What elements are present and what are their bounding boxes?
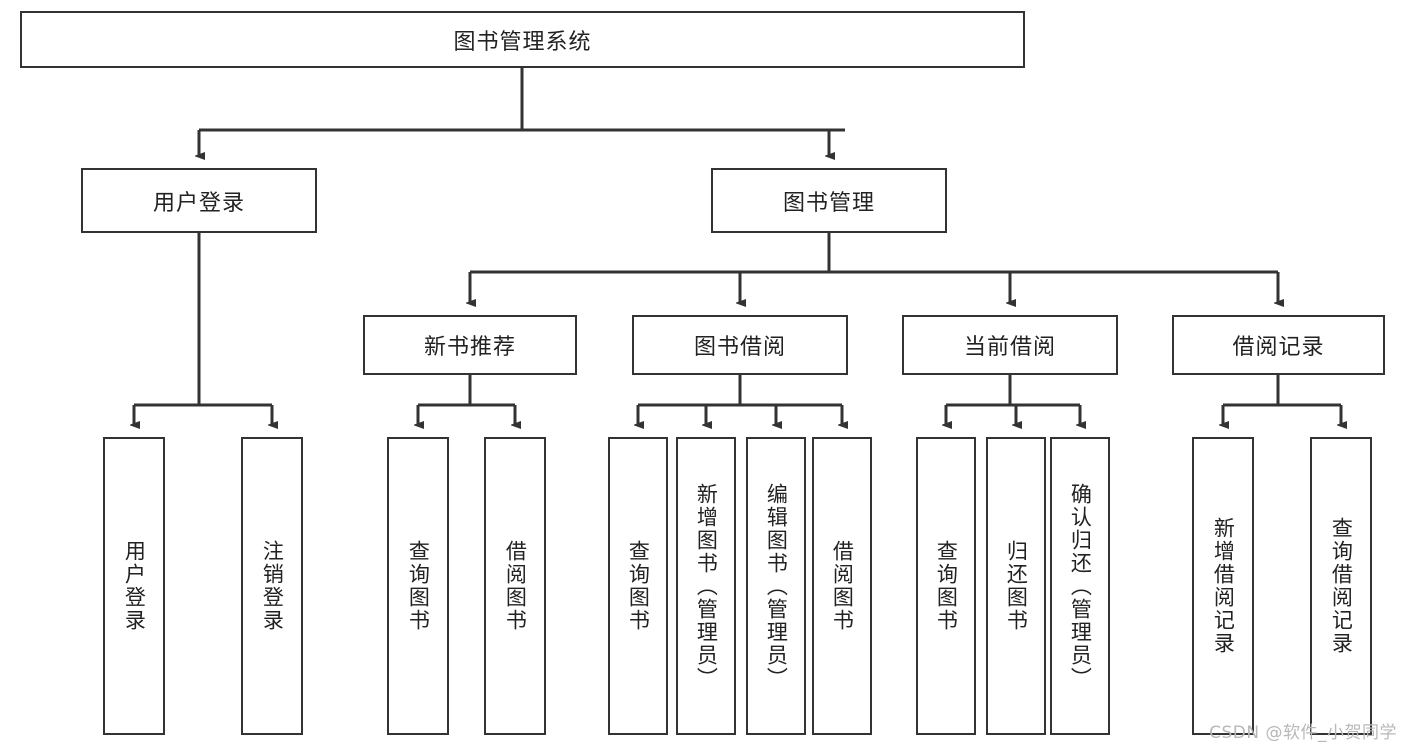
node-user-login[interactable]: 用户登录	[81, 168, 317, 233]
node-leaf-user-login[interactable]: 用户登录	[103, 437, 165, 735]
node-leaf-label: 用户登录	[122, 540, 147, 632]
node-leaf-label: 查询图书	[406, 540, 431, 632]
node-leaf-query-books-current[interactable]: 查询图书	[916, 437, 976, 735]
node-current-borrow[interactable]: 当前借阅	[902, 315, 1118, 375]
node-leaf-add-borrow-record[interactable]: 新增借阅记录	[1192, 437, 1254, 735]
node-leaf-label: 借阅图书	[503, 540, 528, 632]
node-leaf-label: 借阅图书	[830, 540, 855, 632]
node-leaf-label: 新增图书（管理员）	[694, 482, 719, 690]
node-leaf-borrow-books-recommend[interactable]: 借阅图书	[484, 437, 546, 735]
node-leaf-label: 确认归还（管理员）	[1068, 482, 1093, 690]
node-leaf-label: 新增借阅记录	[1211, 517, 1236, 655]
node-leaf-query-books-recommend[interactable]: 查询图书	[387, 437, 449, 735]
node-book-borrow-label: 图书借阅	[693, 335, 786, 360]
node-leaf-label: 编辑图书（管理员）	[764, 482, 789, 690]
node-leaf-confirm-return-admin[interactable]: 确认归还（管理员）	[1050, 437, 1110, 735]
node-leaf-label: 归还图书	[1004, 540, 1029, 632]
node-root-label: 图书管理系统	[453, 29, 592, 55]
node-leaf-label: 查询图书	[934, 540, 959, 632]
node-leaf-logout-login[interactable]: 注销登录	[241, 437, 303, 735]
node-leaf-edit-book-admin[interactable]: 编辑图书（管理员）	[746, 437, 806, 735]
node-leaf-label: 查询借阅记录	[1329, 517, 1354, 655]
node-leaf-label: 查询图书	[626, 540, 651, 632]
node-leaf-query-books-borrow[interactable]: 查询图书	[608, 437, 668, 735]
node-new-book-recommend-label: 新书推荐	[423, 335, 516, 360]
node-book-management[interactable]: 图书管理	[711, 168, 947, 233]
node-leaf-borrow-books[interactable]: 借阅图书	[812, 437, 872, 735]
node-leaf-query-borrow-record[interactable]: 查询借阅记录	[1310, 437, 1372, 735]
node-leaf-return-books[interactable]: 归还图书	[986, 437, 1046, 735]
node-book-management-label: 图书管理	[782, 190, 875, 216]
node-leaf-add-book-admin[interactable]: 新增图书（管理员）	[676, 437, 736, 735]
node-root-system[interactable]: 图书管理系统	[20, 11, 1025, 68]
node-new-book-recommend[interactable]: 新书推荐	[363, 315, 577, 375]
node-user-login-label: 用户登录	[152, 190, 245, 216]
watermark-label: CSDN @软件_小贺同学	[1209, 723, 1397, 743]
node-book-borrow[interactable]: 图书借阅	[632, 315, 848, 375]
node-current-borrow-label: 当前借阅	[963, 335, 1056, 360]
node-borrow-records[interactable]: 借阅记录	[1172, 315, 1385, 375]
node-leaf-label: 注销登录	[260, 540, 285, 632]
node-borrow-records-label: 借阅记录	[1232, 335, 1325, 360]
